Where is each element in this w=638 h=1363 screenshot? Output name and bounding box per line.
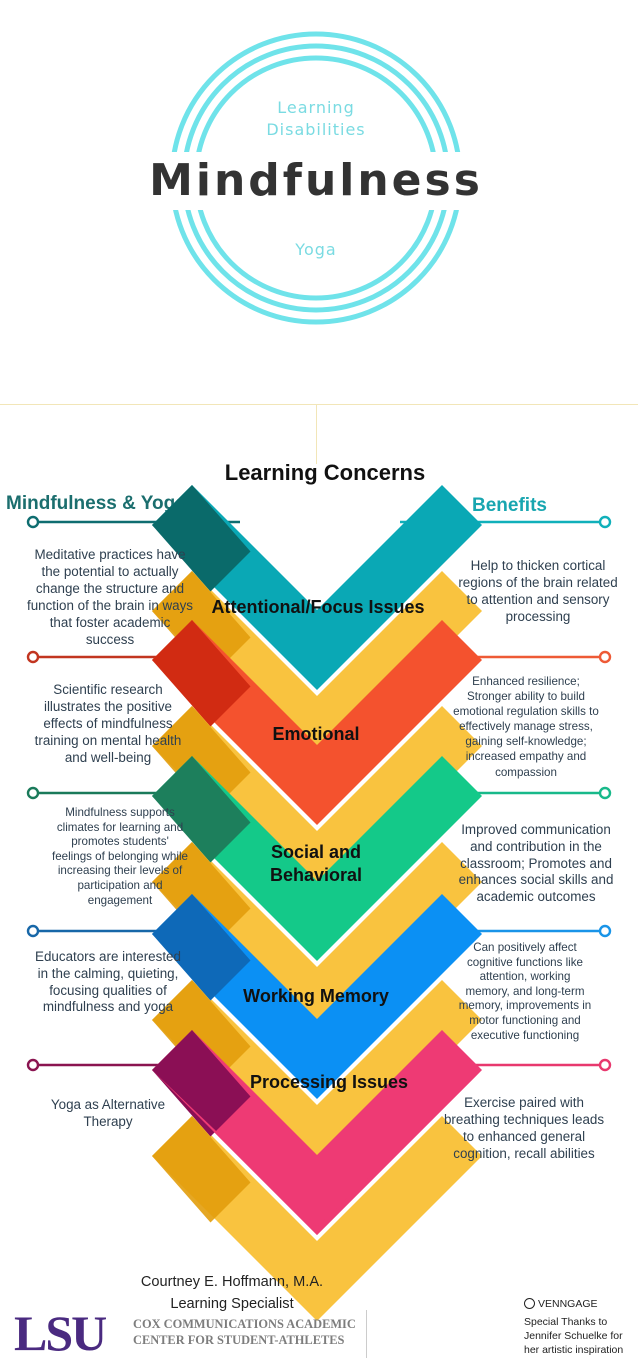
- left-text-5: Yoga as Alternative Therapy: [50, 1097, 166, 1129]
- heading-learning-concerns: Learning Concerns: [224, 460, 426, 485]
- left-text-4: Educators are interested in the calming,…: [35, 949, 181, 1015]
- chevron-arm-working-memory: [152, 894, 251, 1001]
- page-title: Mindfulness: [149, 155, 483, 206]
- venngage-brand[interactable]: VENNGAGE: [524, 1296, 624, 1312]
- right-text-4: Can positively affect cognitive function…: [458, 941, 592, 1042]
- title-backdrop: [150, 152, 484, 210]
- concern-label-processing: Processing Issues: [249, 1072, 409, 1092]
- connector-dot-left-social: [26, 786, 40, 800]
- connector-dot-left-working-memory: [26, 924, 40, 938]
- chevron-arm-emotional: [152, 620, 251, 727]
- connector-dot-left-processing: [26, 1058, 40, 1072]
- author-role: Learning Specialist: [170, 1296, 294, 1312]
- venngage-logo-icon: [524, 1298, 535, 1309]
- chevron-arm-processing: [152, 1030, 251, 1137]
- divider-horizontal: [0, 404, 638, 405]
- right-text-2: Enhanced resilience; Stronger ability to…: [453, 675, 599, 779]
- chevron-arm-attentional: [152, 485, 251, 592]
- lsu-logo: LSU: [14, 1305, 107, 1361]
- connector-dot-right-working-memory: [598, 924, 612, 938]
- connector-dot-right-processing: [598, 1058, 612, 1072]
- left-text-1: Meditative practices have the potential …: [27, 547, 193, 647]
- right-text-3: Improved communication and contribution …: [458, 822, 614, 905]
- concern-label-working-memory: Working Memory: [243, 986, 389, 1006]
- center-name-line-2: CENTER FOR STUDENT-ATHLETES: [133, 1333, 345, 1347]
- connector-dot-right-social: [598, 786, 612, 800]
- connector-dot-right-emotional: [598, 650, 612, 664]
- concern-label-attentional: Attentional/Focus Issues: [211, 597, 425, 617]
- right-text-1: Help to thicken cortical regions of the …: [458, 558, 618, 624]
- chevron-yellow-arm-working-memory: [152, 980, 251, 1087]
- divider-vertical: [316, 404, 317, 464]
- right-text-5: Exercise paired with breathing technique…: [443, 1095, 605, 1161]
- chevron-yellow-arm-emotional: [152, 706, 251, 813]
- special-thanks: Special Thanks to Jennifer Schuelke for …: [524, 1316, 624, 1356]
- header-subtitle-top: Learning Disabilities: [216, 97, 416, 141]
- center-name: COX COMMUNICATIONS ACADEMIC CENTER FOR S…: [133, 1316, 365, 1348]
- chevron-yellow-arm-processing: [152, 1116, 251, 1223]
- chevron-yellow-arm-social: [152, 842, 251, 949]
- concern-label-emotional: Emotional: [272, 724, 360, 744]
- venngage-label: VENNGAGE: [538, 1298, 598, 1310]
- connector-dot-right-attentional: [598, 515, 612, 529]
- heading-mindfulness-yoga: Mindfulness & Yoga: [6, 493, 186, 514]
- center-name-line-1: COX COMMUNICATIONS ACADEMIC: [133, 1317, 356, 1331]
- footer-divider: [366, 1310, 367, 1358]
- connector-dot-left-emotional: [26, 650, 40, 664]
- left-text-3: Mindfulness supports climates for learni…: [51, 806, 188, 907]
- subtitle-line-2: Disabilities: [266, 120, 366, 139]
- chevron-yellow-arm-attentional: [152, 571, 251, 678]
- header-subtitle-bottom: Yoga: [295, 240, 337, 259]
- concern-label-social-behavioral: Social and Behavioral: [269, 842, 363, 885]
- left-text-2: Scientific research illustrates the posi…: [34, 682, 182, 765]
- subtitle-line-1: Learning: [277, 98, 355, 117]
- author-name: Courtney E. Hoffmann, M.A.: [140, 1274, 324, 1290]
- header-rings: [150, 31, 484, 325]
- connector-dot-left-attentional: [26, 515, 40, 529]
- heading-benefits: Benefits: [472, 495, 547, 516]
- chevron-arm-social: [152, 756, 251, 863]
- footer-author-block: Courtney E. Hoffmann, M.A. Learning Spec…: [120, 1271, 344, 1315]
